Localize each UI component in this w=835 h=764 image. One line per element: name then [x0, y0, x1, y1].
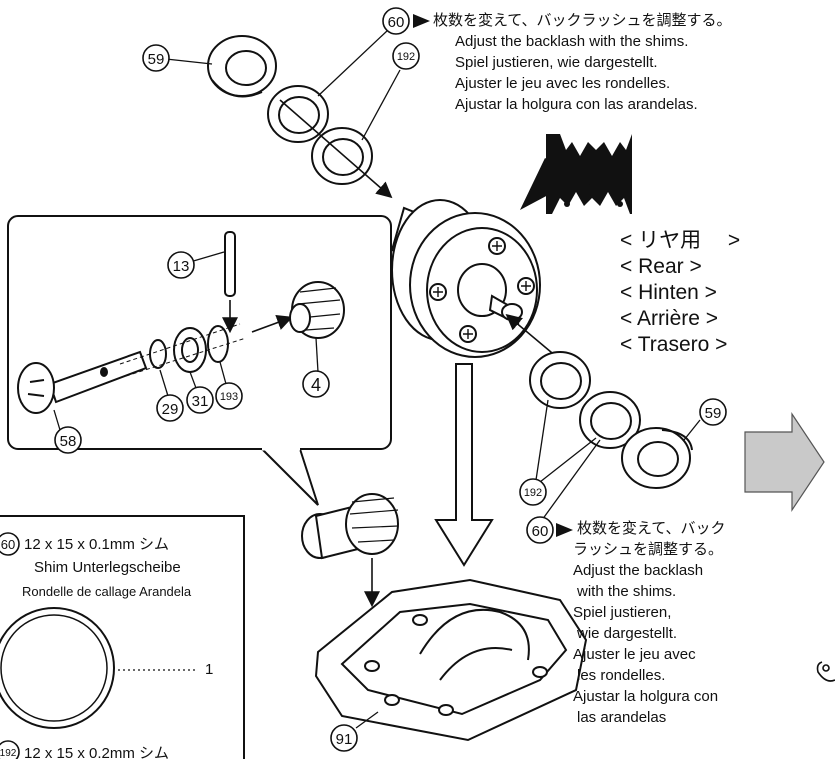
leader-59-right: [684, 420, 700, 440]
callout-193: 193: [220, 391, 238, 403]
shim-193: [208, 326, 228, 362]
note-top-en: Adjust the backlash with the shims.: [433, 31, 732, 52]
note-top-pointer: [413, 14, 430, 28]
region-label-jp: < リヤ用 >: [620, 228, 740, 254]
callout-60-right: 60: [532, 523, 549, 540]
differential-gear: [392, 200, 540, 357]
note-right-en2: with the shims.: [577, 581, 726, 602]
callout-91: 91: [336, 731, 353, 748]
region-label-en: < Rear >: [620, 254, 740, 280]
backlash-detail: [520, 134, 632, 214]
callout-13: 13: [173, 258, 190, 275]
legend-shim60-names2: Rondelle de callage Arandela: [22, 581, 191, 602]
note-top-es: Ajustar la holgura con las arandelas.: [433, 94, 732, 115]
note-top-jp: 枚数を変えて、バックラッシュを調整する。: [433, 10, 732, 31]
gearbox-housing: [316, 580, 586, 740]
leader-192-right-b: [540, 438, 596, 482]
legend-callout-192: 192: [0, 748, 17, 759]
bearing-31: [174, 328, 206, 372]
note-top-de: Spiel justieren, wie dargestellt.: [433, 52, 732, 73]
shim-192-right-1: [530, 352, 590, 408]
inset-pointer: [262, 449, 318, 505]
next-part-fragment: [818, 662, 835, 681]
note-top-fr: Ajuster le jeu avec les rondelles.: [433, 73, 732, 94]
note-right-fr1: Ajuster le jeu avec: [573, 644, 726, 665]
note-right: 枚数を変えて、バック ラッシュを調整する。 Adjust the backlas…: [577, 518, 726, 728]
note-right-de1: Spiel justieren,: [573, 602, 726, 623]
legend-shim60-size: 12 x 15 x 0.1mm シム: [24, 534, 169, 555]
leader-192-top: [362, 70, 400, 140]
callout-31: 31: [192, 393, 209, 410]
callout-192-right: 192: [524, 487, 542, 499]
callout-59-right: 59: [705, 405, 722, 422]
leader-59-top: [166, 59, 212, 64]
legend-shim60-names1: Shim Unterlegscheibe: [34, 557, 181, 578]
legend-callout-60: 60: [1, 537, 15, 552]
note-right-fr2: les rondelles.: [577, 665, 726, 686]
leader-60-top: [318, 30, 388, 96]
sleeve-29: [150, 340, 166, 368]
leader-192-right-a: [536, 400, 548, 480]
note-right-pointer: [556, 523, 573, 537]
callout-192-top: 192: [397, 51, 415, 63]
bearing-59-right: [622, 428, 692, 488]
legend-shim192-size: 12 x 15 x 0.2mm シム: [24, 743, 169, 764]
insert-arrow: [436, 364, 492, 565]
note-right-jp1: 枚数を変えて、バック: [577, 518, 726, 539]
note-right-de2: wie dargestellt.: [577, 623, 726, 644]
next-step-arrow: [745, 414, 824, 510]
leader-60-right: [542, 440, 600, 520]
region-label-fr: < Arrière >: [620, 306, 740, 332]
gear-4: [290, 282, 344, 338]
bearing-59-top: [208, 36, 276, 96]
callout-29: 29: [162, 401, 179, 418]
note-right-es2: las arandelas: [577, 707, 726, 728]
pin-13: [225, 232, 235, 296]
note-right-es1: Ajustar la holgura con: [573, 686, 726, 707]
region-label: < リヤ用 > < Rear > < Hinten > < Arrière > …: [620, 228, 740, 358]
callout-59-top: 59: [148, 51, 165, 68]
callout-58: 58: [60, 433, 77, 450]
region-label-es: < Trasero >: [620, 332, 740, 358]
note-right-en1: Adjust the backlash: [573, 560, 726, 581]
region-label-de: < Hinten >: [620, 280, 740, 306]
note-top: 枚数を変えて、バックラッシュを調整する。 Adjust the backlash…: [433, 10, 732, 115]
callout-60-top: 60: [388, 14, 405, 31]
callout-4: 4: [311, 375, 321, 395]
legend-shim60-qty: 1: [205, 659, 213, 680]
note-right-jp2: ラッシュを調整する。: [573, 539, 726, 560]
